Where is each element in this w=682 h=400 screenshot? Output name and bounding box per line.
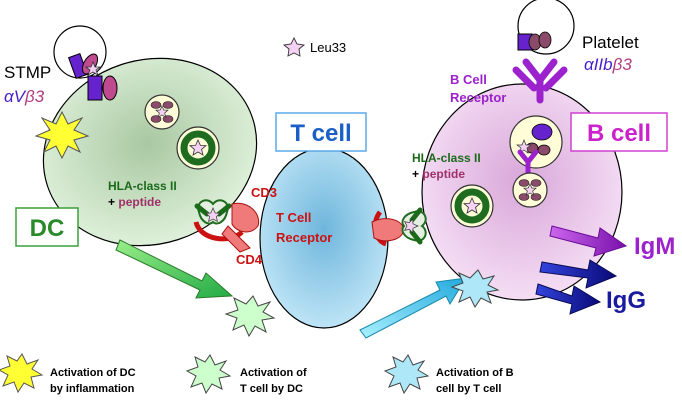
hla-dc-label: HLA-class II (108, 179, 177, 193)
hla-b-label: HLA-class II (412, 151, 481, 165)
tcr-label-line1: T Cell (276, 210, 311, 225)
beta3-dc-label: β3 (24, 87, 45, 106)
b-cell-title: B cell (587, 120, 651, 147)
arrow-t-to-b (359, 277, 467, 339)
b-vesicle-small (512, 172, 548, 208)
b-vesicle-large-maroon-2 (537, 144, 551, 156)
legend-star-blue-icon (383, 354, 430, 395)
bcr-label-line2: Receptor (450, 90, 506, 105)
peptide-b: peptide (422, 167, 465, 181)
tcr-label-line2: Receptor (276, 230, 332, 245)
legend-item-2-line1: Activation of (240, 367, 307, 379)
legend-star-green-icon (185, 354, 232, 395)
t-activation-star-icon (224, 295, 276, 338)
dc-title: DC (30, 215, 65, 242)
b-activation-star-icon (450, 269, 500, 308)
dc-activation-star-icon (34, 110, 90, 160)
dc-mhc-peptide-complex (197, 200, 229, 223)
dc-vesicle-1 (144, 94, 180, 130)
peptide-dc: peptide (118, 195, 161, 209)
stmp-outline (53, 25, 107, 79)
stmp-star-icon (84, 60, 102, 76)
leu33-label: Leu33 (310, 40, 346, 55)
alpha-iib-label: αIIb (584, 55, 613, 74)
b-cell-title-box (570, 112, 668, 152)
arrow-igg-1 (539, 259, 618, 289)
leu33-star-icon (282, 36, 306, 57)
dc-t-tcr-red (193, 221, 244, 242)
cd4-molecule (221, 225, 251, 253)
legend-item-2-line2: T cell by DC (240, 383, 303, 395)
cd3-label: CD3 (251, 185, 277, 200)
t-b-tcr-body (371, 218, 405, 242)
platelet-outline (517, 0, 575, 55)
stmp-label: STMP (4, 63, 51, 82)
legend-star-yellow-icon (0, 353, 44, 394)
platelet-label: Platelet (582, 33, 639, 52)
bcr-label-line1: B Cell (450, 72, 487, 87)
peptide-b-label: + peptide (412, 167, 465, 181)
platelet-beta3-b (538, 31, 552, 49)
alpha-v-label: αV (4, 87, 27, 106)
dendritic-cell (42, 57, 258, 247)
legend-item-1-line1: Activation of DC (50, 367, 136, 379)
b-vesicle-large-purple (531, 123, 553, 141)
plus-dc: + (108, 195, 115, 209)
t-cell-title: T cell (290, 120, 351, 147)
arrow-igm (549, 225, 628, 257)
arrow-igg-2 (535, 283, 602, 315)
arrow-dc-to-t (115, 239, 234, 299)
plus-b: + (412, 167, 419, 181)
dc-beta3-receptor (102, 75, 118, 101)
b-ring-vesicle (451, 185, 493, 227)
legend-item-3-line2: cell by T cell (436, 383, 501, 395)
t-cell-title-box (275, 112, 367, 152)
b-vesicle-large-star-icon (515, 139, 533, 154)
cd4-label: CD4 (236, 252, 263, 267)
igm-label: IgM (634, 233, 675, 260)
legend-item-1-line2: by inflammation (50, 383, 135, 395)
platelet-receptor-label: αIIbβ3 (584, 55, 632, 74)
peptide-dc-label: + peptide (108, 195, 161, 209)
dc-alpha-v-receptor (87, 75, 103, 101)
legend-item-3-line1: Activation of B (436, 367, 514, 379)
b-mhc-peptide-complex (402, 210, 425, 242)
b-vesicle-large (509, 115, 563, 169)
dc-ring-vesicle (177, 127, 219, 169)
dc-title-box (15, 207, 79, 247)
beta3-platelet-label: β3 (612, 55, 633, 74)
dc-receptor-label: αVβ3 (4, 87, 45, 106)
b-cell-receptor-top (512, 58, 568, 104)
igg-label: IgG (606, 287, 646, 314)
cd3-molecule (231, 202, 260, 233)
